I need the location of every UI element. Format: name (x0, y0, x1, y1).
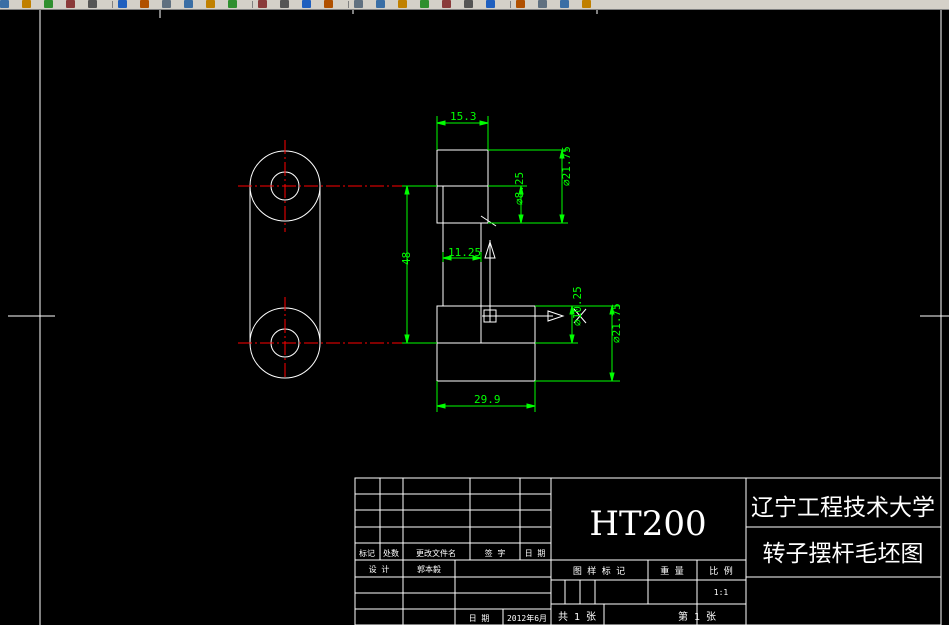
zoom-previous-icon[interactable] (324, 0, 333, 8)
date-label: 日 期 (469, 614, 490, 623)
match-icon[interactable] (184, 0, 193, 8)
paste-icon[interactable] (162, 0, 171, 8)
drawing-frame (8, 10, 949, 625)
design-label: 设 计 (369, 564, 390, 574)
dim-bottom-width: 29.9 (474, 393, 501, 406)
preview-icon[interactable] (88, 0, 97, 8)
layer-icon[interactable] (516, 0, 525, 8)
color-icon[interactable] (538, 0, 547, 8)
new-icon[interactable] (0, 0, 9, 8)
school-name: 辽宁工程技术大学 (751, 495, 935, 521)
standard-toolbar (0, 0, 949, 10)
tool-palette-icon[interactable] (398, 0, 407, 8)
scale-value: 1:1 (714, 588, 729, 597)
lineweight-icon[interactable] (582, 0, 591, 8)
toolbar-separator (510, 1, 511, 8)
cut-icon[interactable] (118, 0, 127, 8)
rev-header-sign: 签 字 (485, 548, 506, 558)
drawing-name: 转子摆杆毛坯图 (763, 541, 924, 567)
rev-header-mark: 标记 (359, 548, 375, 558)
properties-icon[interactable] (354, 0, 363, 8)
copy-icon[interactable] (140, 0, 149, 8)
design-center-icon[interactable] (376, 0, 385, 8)
title-block (354, 477, 942, 625)
dim-lower-dia: ⌀21.75 (610, 303, 623, 343)
toolbar-separator (252, 1, 253, 8)
sheets-total: 共 1 张 (558, 611, 596, 623)
print-icon[interactable] (66, 0, 75, 8)
stage-label: 图 样 标 记 (573, 565, 625, 577)
save-icon[interactable] (44, 0, 53, 8)
dim-top-width: 15.3 (450, 110, 477, 123)
dim-mid-width: 11.25 (448, 246, 481, 259)
material-text: HT200 (589, 504, 706, 544)
scale-label: 比 例 (709, 565, 732, 577)
rev-header-date: 日 期 (525, 549, 546, 558)
dimension-texts: 15.3 11.25 29.9 48 ⌀8.25 ⌀21.75 ⌀10.25 ⌀… (400, 110, 623, 406)
date-value: 2012年6月 (507, 613, 547, 623)
open-icon[interactable] (22, 0, 31, 8)
title-block-texts: HT200 辽宁工程技术大学 转子摆杆毛坯图 标记 处数 更改文件名 签 字 日… (359, 495, 935, 623)
weight-label: 重 量 (660, 565, 683, 577)
dimension-lines (402, 116, 620, 412)
rev-header-doc: 更改文件名 (416, 548, 456, 558)
drawing-canvas[interactable]: 15.3 11.25 29.9 48 ⌀8.25 ⌀21.75 ⌀10.25 ⌀… (0, 10, 949, 625)
designer-name: 郭本毅 (417, 564, 441, 574)
linetype-icon[interactable] (560, 0, 569, 8)
dim-center-distance: 48 (400, 252, 413, 265)
ucs-icon (480, 215, 587, 324)
pan-icon[interactable] (258, 0, 267, 8)
toolbar-separator (112, 1, 113, 8)
sheet-number: 第 1 张 (678, 610, 716, 623)
calc-icon[interactable] (464, 0, 473, 8)
zoom-window-icon[interactable] (302, 0, 311, 8)
dim-upper-dia: ⌀21.75 (560, 146, 573, 186)
zoom-realtime-icon[interactable] (280, 0, 289, 8)
lever-centerlines (238, 140, 402, 380)
rev-header-count: 处数 (383, 548, 399, 558)
dim-upper-bore: ⌀8.25 (513, 172, 526, 205)
sheet-set-icon[interactable] (420, 0, 429, 8)
undo-icon[interactable] (206, 0, 215, 8)
markup-icon[interactable] (442, 0, 451, 8)
toolbar-separator (348, 1, 349, 8)
dim-lower-bore: ⌀10.25 (571, 286, 584, 326)
redo-icon[interactable] (228, 0, 237, 8)
help-icon[interactable] (486, 0, 495, 8)
